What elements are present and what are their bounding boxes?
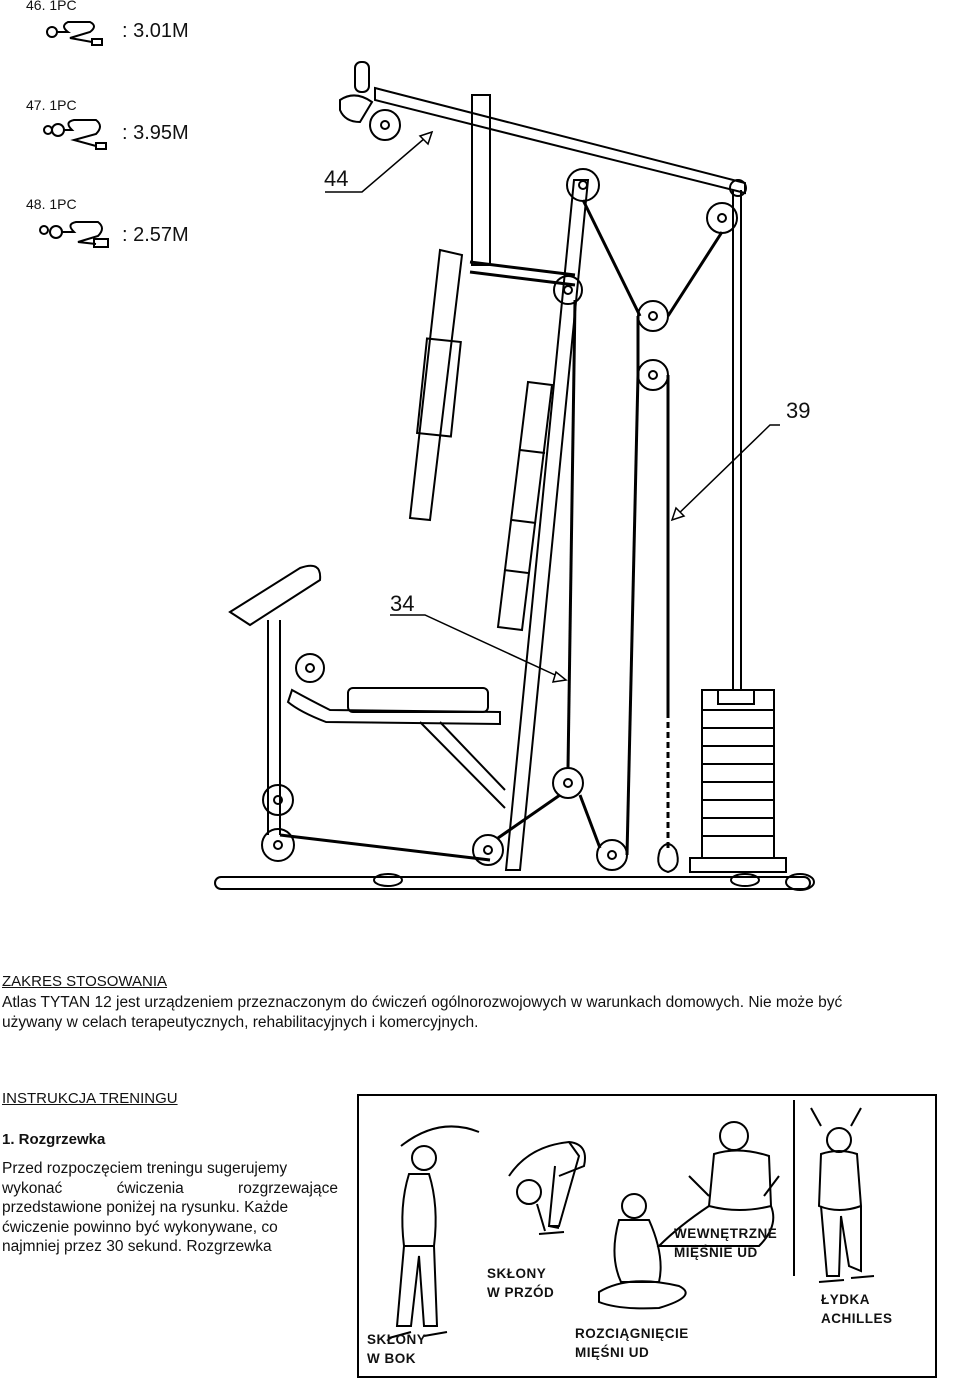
scope-line-2: używany w celach terapeutycznych, rehabi… — [2, 1014, 479, 1031]
label-inner-thigh: WEWNĘTRZNE MIĘŚNIE UD — [674, 1224, 777, 1262]
part-47-length: : 3.95M — [122, 122, 189, 144]
label-thigh-stretch: ROZCIĄGNIĘCIE MIĘŚNI UD — [575, 1324, 689, 1362]
scope-line-1: Atlas TYTAN 12 jest urządzeniem przeznac… — [2, 994, 843, 1011]
label-forward-bend-line-2: W PRZÓD — [487, 1285, 555, 1300]
label-thigh-stretch-line-2: MIĘŚNI UD — [575, 1345, 650, 1360]
calf-figure — [810, 1107, 875, 1283]
cable-47-icon — [43, 119, 107, 150]
gym-machine-diagram — [39, 21, 815, 891]
training-heading: INSTRUKCJA TRENINGU — [2, 1090, 178, 1107]
warmup-subheading: 1. Rozgrzewka — [2, 1131, 106, 1148]
label-inner-thigh-line-1: WEWNĘTRZNE — [674, 1226, 778, 1241]
warmup-text: Przed rozpoczęciem treningu sugerujemy w… — [2, 1159, 338, 1257]
label-forward-bend: SKŁONY W PRZÓD — [487, 1264, 554, 1302]
label-thigh-stretch-line-1: ROZCIĄGNIĘCIE — [575, 1326, 689, 1341]
warmup-figures — [388, 1100, 875, 1339]
warmup-line-5: najmniej przez 30 sekund. Rozgrzewka — [2, 1238, 272, 1255]
part-46-label: 46. 1PC — [26, 0, 77, 13]
warmup-line-1: Przed rozpoczęciem treningu sugerujemy — [2, 1160, 288, 1177]
thigh-stretch-figure — [598, 1193, 687, 1310]
label-forward-bend-line-1: SKŁONY — [487, 1266, 547, 1281]
warmup-line-3: przedstawione poniżej na rysunku. Każde — [2, 1199, 289, 1216]
label-calf-line-1: ŁYDKA — [821, 1292, 870, 1307]
part-46-length: : 3.01M — [122, 20, 189, 42]
warmup-illustration: SKŁONY W BOK SKŁONY W PRZÓD WEWNĘTRZNE M… — [357, 1094, 937, 1378]
label-side-bend: SKŁONY W BOK — [367, 1330, 426, 1368]
label-calf: ŁYDKA ACHILLES — [821, 1290, 893, 1328]
cable-48-icon — [39, 221, 109, 248]
callout-39: 39 — [786, 398, 811, 423]
label-side-bend-line-1: SKŁONY — [367, 1332, 427, 1347]
callout-44: 44 — [324, 166, 349, 191]
part-47-label: 47. 1PC — [26, 97, 77, 113]
part-48-length: : 2.57M — [122, 224, 189, 246]
side-bend-figure — [388, 1125, 480, 1339]
part-48-label: 48. 1PC — [26, 196, 77, 212]
callout-34: 34 — [390, 591, 415, 616]
label-side-bend-line-2: W BOK — [367, 1351, 416, 1366]
label-calf-line-2: ACHILLES — [821, 1311, 893, 1326]
scope-heading: ZAKRES STOSOWANIA — [2, 973, 168, 990]
label-inner-thigh-line-2: MIĘŚNIE UD — [674, 1245, 758, 1260]
cable-46-icon — [46, 21, 103, 46]
forward-bend-figure — [508, 1140, 586, 1235]
warmup-line-4: ćwiczenie powinno być wykonywane, co — [2, 1218, 278, 1236]
